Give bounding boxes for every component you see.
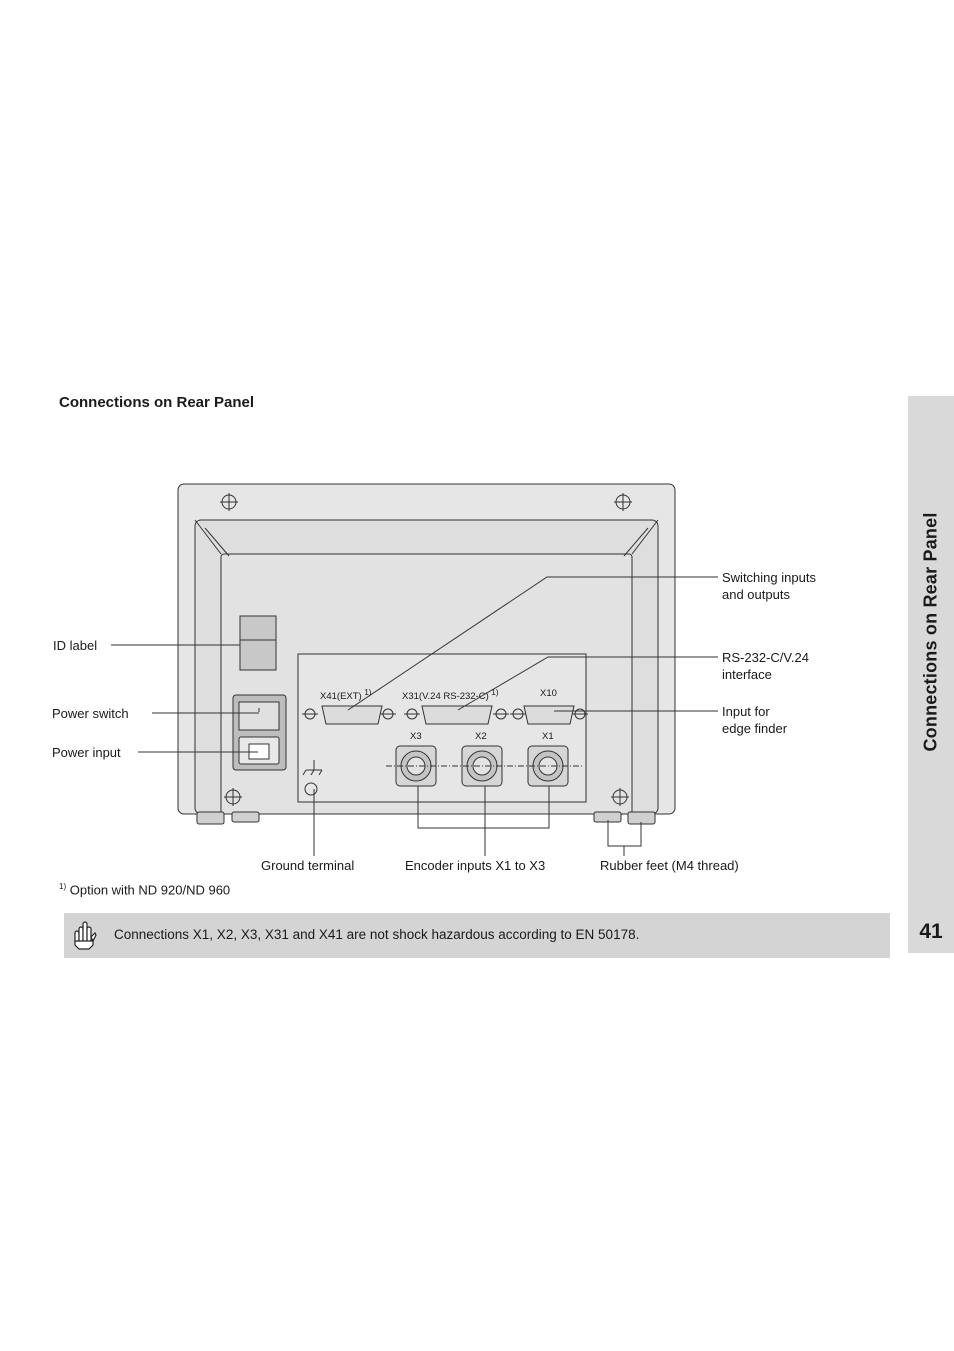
x10-subd-shape — [523, 705, 575, 725]
x41-label: X41(EXT) 1) — [320, 688, 372, 703]
id-label-plate — [239, 615, 277, 671]
screw-top-right — [614, 493, 632, 511]
x31-label: X31(V.24 RS-232-C) 1) — [402, 688, 499, 703]
safety-note: Connections X1, X2, X3, X31 and X41 are … — [64, 913, 890, 958]
leader-switching-io — [347, 576, 718, 711]
callout-power-input: Power input — [52, 745, 121, 760]
screw-bottom-right — [611, 788, 629, 806]
x31-footnote-marker: 1) — [491, 688, 499, 697]
screw-bottom-left — [224, 788, 242, 806]
page-number: 41 — [919, 920, 943, 943]
side-tab-title: Connections on Rear Panel — [920, 512, 941, 752]
side-tab: Connections on Rear Panel 41 — [908, 396, 954, 953]
x2-label: X2 — [475, 731, 487, 742]
x41-subd-shape — [321, 705, 383, 725]
callout-encoder-inputs: Encoder inputs X1 to X3 — [405, 858, 546, 873]
power-switch-shape — [238, 701, 280, 731]
screw-top-left — [220, 493, 238, 511]
safety-note-text: Connections X1, X2, X3, X31 and X41 are … — [114, 927, 640, 942]
footnote-marker: 1) — [59, 882, 67, 891]
pointing-hand-icon — [74, 921, 97, 950]
callout-id-label: ID label — [53, 638, 98, 653]
footnote-text: Option with ND 920/ND 960 — [69, 882, 231, 898]
x1-label: X1 — [542, 731, 554, 742]
leader-rs232 — [457, 656, 718, 711]
x3-label: X3 — [410, 731, 422, 742]
ground-terminal-symbol — [302, 760, 323, 796]
foot-left-2 — [231, 811, 260, 823]
leader-encoders — [417, 786, 550, 829]
foot-left-1 — [196, 811, 225, 825]
section-heading: Connections on Rear Panel — [59, 394, 255, 411]
callout-rubber-feet: Rubber feet (M4 thread) — [600, 858, 739, 873]
callout-power-switch: Power switch — [52, 706, 129, 721]
x10-label: X10 — [540, 688, 557, 699]
callout-ground-terminal: Ground terminal — [261, 858, 355, 873]
footnote: 1) Option with ND 920/ND 960 — [59, 878, 230, 898]
x41-footnote-marker: 1) — [364, 688, 372, 697]
x31-subd-shape — [421, 705, 493, 725]
